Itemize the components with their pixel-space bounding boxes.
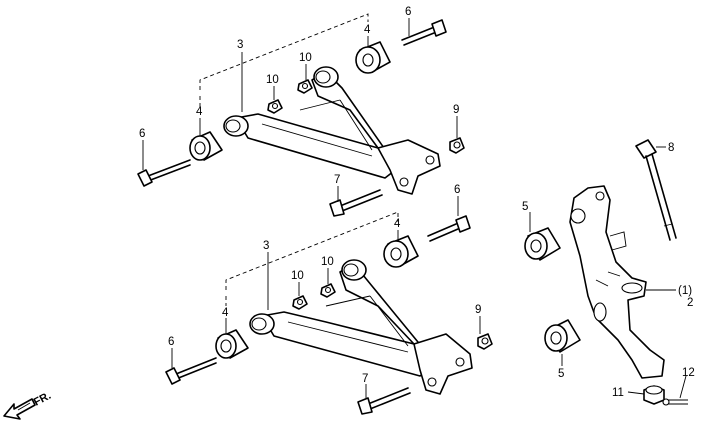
lower-bolt-top [427, 215, 471, 242]
callout-upper-nut-10-b: 10 [299, 52, 312, 64]
lower-bolt-7 [357, 387, 411, 415]
callout-upper-arm-3: 3 [237, 39, 243, 51]
callout-knuckle-1: (1) [678, 285, 692, 297]
upper-bolt-top [401, 19, 447, 46]
callout-lower-bushing-4-top: 4 [394, 218, 401, 230]
upper-bushing-right [355, 41, 391, 74]
callout-lower-bolt-6-top: 6 [454, 184, 460, 196]
callout-bolt-8: 8 [668, 142, 674, 154]
upper-nut-9 [449, 137, 465, 154]
callout-upper-nut-9: 9 [453, 104, 459, 116]
upper-a-arm [223, 66, 441, 195]
callout-knuckle-2: 2 [687, 297, 693, 309]
lower-a-arm [249, 259, 473, 395]
callout-nut-11: 11 [612, 387, 624, 399]
lower-arm-assembly: 3 4 4 6 6 10 10 9 7 [165, 184, 493, 415]
callout-lower-nut-9: 9 [475, 304, 481, 316]
cotter-pin-12 [662, 398, 688, 406]
lower-nut-10-a [292, 295, 308, 310]
bushing-5-bottom [544, 319, 581, 353]
upper-bushing-left [189, 131, 223, 161]
callout-upper-bushing-4-left: 4 [196, 106, 203, 118]
callout-lower-arm-3: 3 [263, 240, 269, 252]
callout-lower-nut-10-b: 10 [321, 256, 334, 268]
lower-bolt-left [165, 357, 217, 385]
callout-upper-bolt-6-left: 6 [139, 128, 145, 140]
upper-bolt-7 [329, 189, 383, 217]
callout-upper-bushing-4-top: 4 [364, 24, 371, 36]
callout-upper-bolt-6-top: 6 [405, 6, 411, 18]
steering-knuckle [569, 185, 665, 379]
callout-lower-nut-10-a: 10 [291, 270, 304, 282]
lower-nut-10-b [320, 283, 336, 298]
callout-bushing-5-top: 5 [522, 201, 528, 213]
lower-nut-9 [477, 333, 493, 350]
callout-lower-bushing-4-left: 4 [222, 307, 229, 319]
callout-bushing-5-bottom: 5 [558, 368, 564, 380]
upper-nut-10-a [267, 99, 283, 114]
castle-nut-11 [643, 385, 665, 405]
callout-upper-bolt-7: 7 [334, 174, 340, 186]
upper-arm-assembly: 3 4 4 6 6 10 10 9 7 [137, 6, 465, 217]
callout-upper-nut-10-a: 10 [266, 74, 279, 86]
lower-bushing-left [215, 329, 249, 359]
lower-bushing-right [383, 235, 419, 268]
upper-nut-10-b [297, 79, 313, 94]
callout-lower-bolt-7: 7 [362, 373, 368, 385]
callout-pin-12: 12 [682, 367, 695, 379]
callout-lower-bolt-6-left: 6 [168, 336, 174, 348]
bushing-5-top [524, 227, 561, 261]
knuckle-assembly: 8 5 5 (1) 2 11 12 [522, 139, 695, 406]
upper-bolt-left [137, 159, 191, 187]
direction-label: FR. [32, 390, 53, 409]
front-direction-indicator: FR. [3, 390, 53, 420]
arrow-left-down-icon [3, 398, 36, 420]
long-bolt-8 [635, 139, 677, 241]
